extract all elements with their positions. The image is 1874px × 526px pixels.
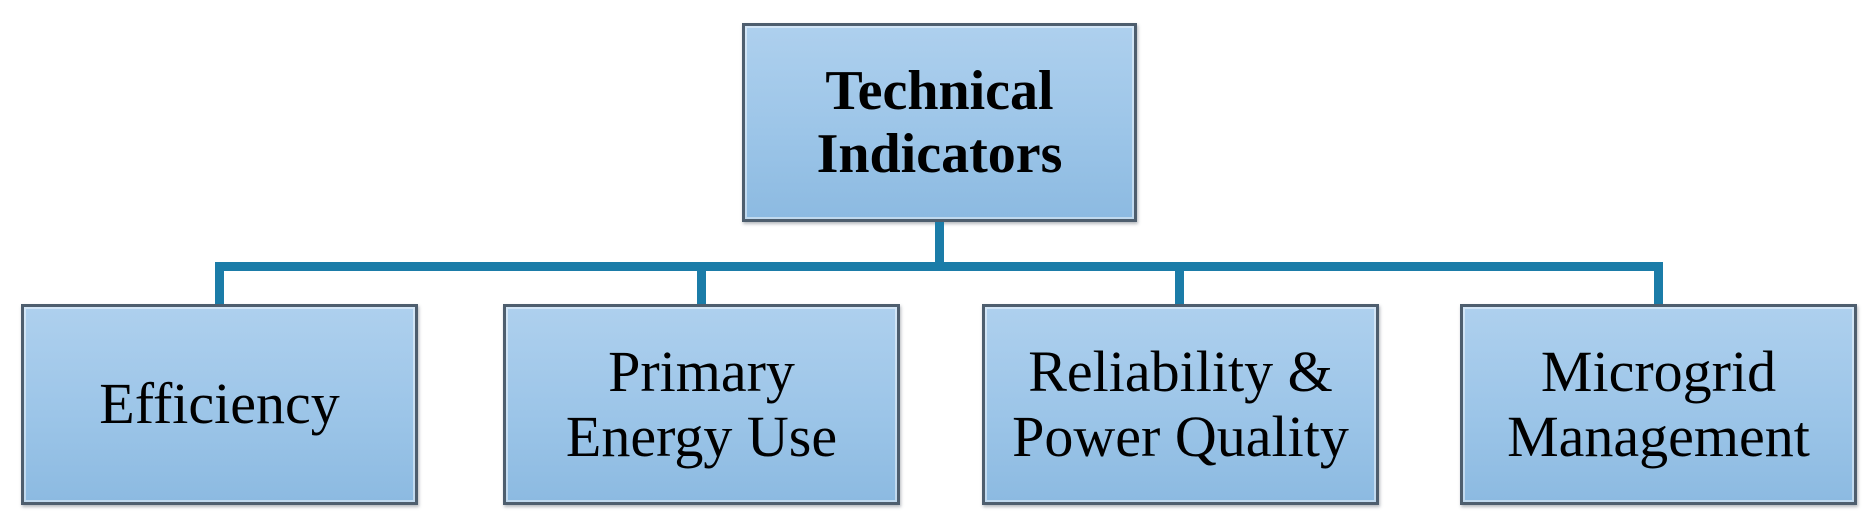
connector-horizontal-bar <box>215 262 1663 271</box>
child-node-label: Microgrid Management <box>1507 338 1810 469</box>
child-node-label: Primary Energy Use <box>565 338 838 469</box>
child-node-reliability-power-quality: Reliability & Power Quality <box>982 304 1379 505</box>
child-node-efficiency: Efficiency <box>21 304 418 505</box>
child-node-label: Efficiency <box>99 371 340 437</box>
connector-root-stub <box>935 222 944 266</box>
connector-drop-reliability-power-quality <box>1175 262 1184 305</box>
child-node-primary-energy-use: Primary Energy Use <box>503 304 900 505</box>
child-node-label: Reliability & Power Quality <box>1012 338 1349 469</box>
connector-drop-efficiency <box>215 262 224 305</box>
child-node-microgrid-management: Microgrid Management <box>1460 304 1857 505</box>
root-node-label: Technical Indicators <box>816 59 1063 185</box>
connector-drop-primary-energy-use <box>697 262 706 305</box>
root-node-technical-indicators: Technical Indicators <box>742 23 1137 222</box>
connector-drop-microgrid-management <box>1654 262 1663 305</box>
